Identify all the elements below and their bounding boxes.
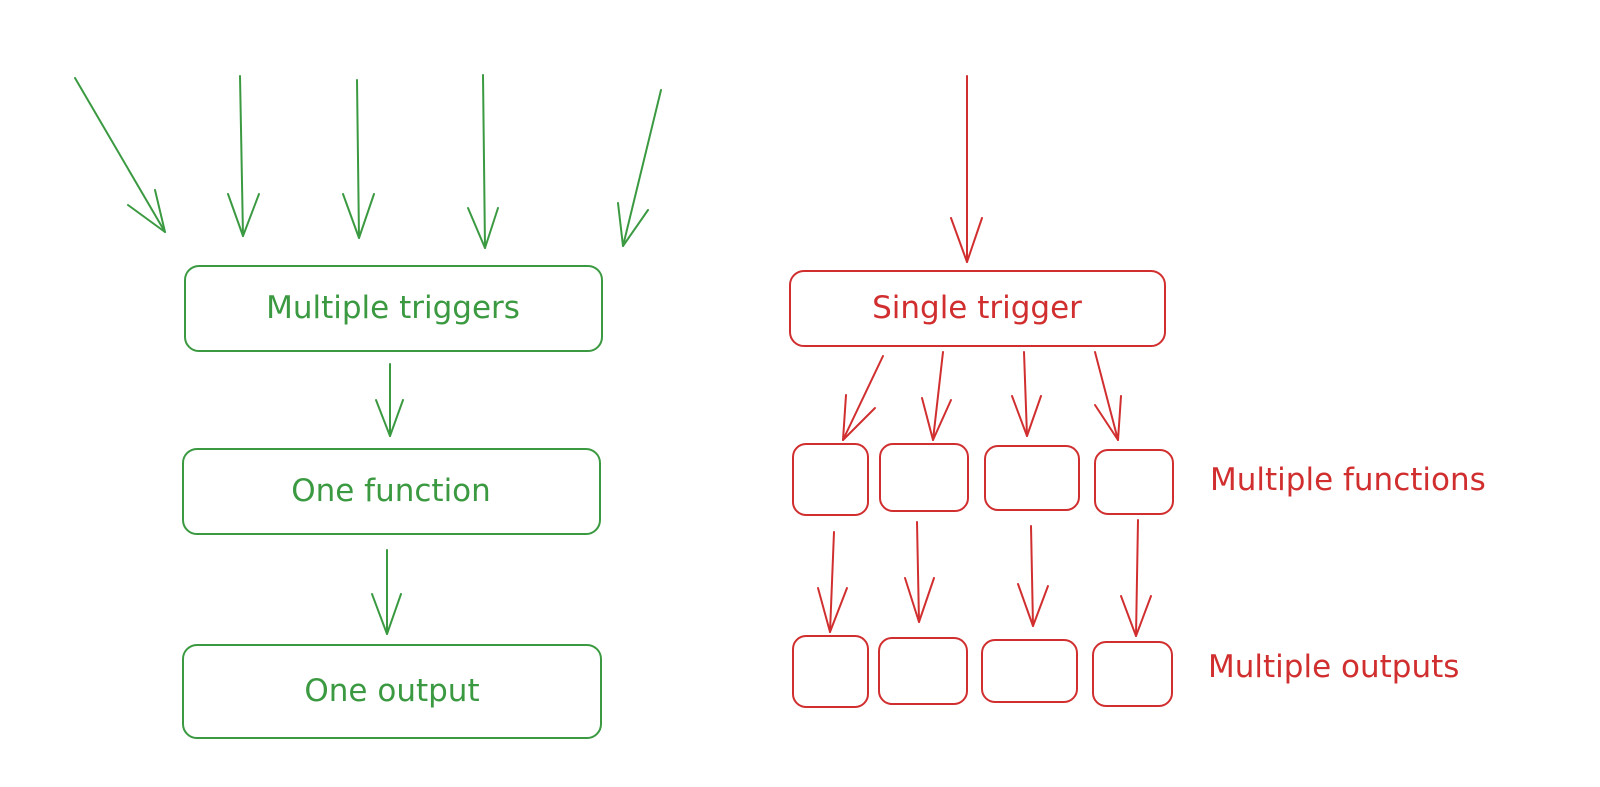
- incoming-arrow: [617, 89, 662, 247]
- incoming-arrow-right: [950, 75, 983, 263]
- incoming-arrow: [342, 79, 375, 239]
- multiple-triggers-box: Multiple triggers: [184, 265, 603, 352]
- connector-arrow: [371, 549, 402, 635]
- incoming-arrow: [227, 75, 260, 237]
- incoming-arrow: [467, 74, 499, 249]
- fanout-arrow: [921, 351, 952, 441]
- multiple-triggers-label: Multiple triggers: [266, 290, 520, 326]
- incoming-arrows-left: [74, 74, 662, 249]
- fanout-arrow: [1011, 351, 1042, 437]
- left-flow: Multiple triggers One function One outpu…: [74, 74, 662, 739]
- fanout-arrow: [1094, 351, 1122, 441]
- output-arrow: [817, 531, 848, 633]
- output-box: [1092, 641, 1173, 707]
- fanout-arrow: [842, 355, 884, 441]
- single-trigger-box: Single trigger: [789, 270, 1166, 347]
- multiple-outputs-label: Multiple outputs: [1208, 649, 1459, 685]
- one-output-box: One output: [182, 644, 602, 739]
- one-function-box: One function: [182, 448, 601, 535]
- multiple-functions-label: Multiple functions: [1210, 462, 1486, 498]
- output-box: [981, 639, 1078, 703]
- function-box: [879, 443, 969, 512]
- output-arrow: [904, 521, 935, 623]
- incoming-arrow: [74, 77, 166, 233]
- function-box: [1094, 449, 1174, 515]
- one-function-label: One function: [291, 473, 491, 509]
- function-box: [792, 443, 869, 516]
- one-output-label: One output: [304, 673, 479, 709]
- right-flow: Single trigger: [789, 75, 1486, 708]
- function-box: [984, 445, 1080, 511]
- output-arrow: [1017, 525, 1049, 627]
- output-box: [792, 635, 869, 708]
- connector-arrow: [375, 363, 404, 437]
- output-box: [878, 637, 968, 705]
- output-arrow: [1120, 519, 1152, 637]
- single-trigger-label: Single trigger: [872, 290, 1082, 326]
